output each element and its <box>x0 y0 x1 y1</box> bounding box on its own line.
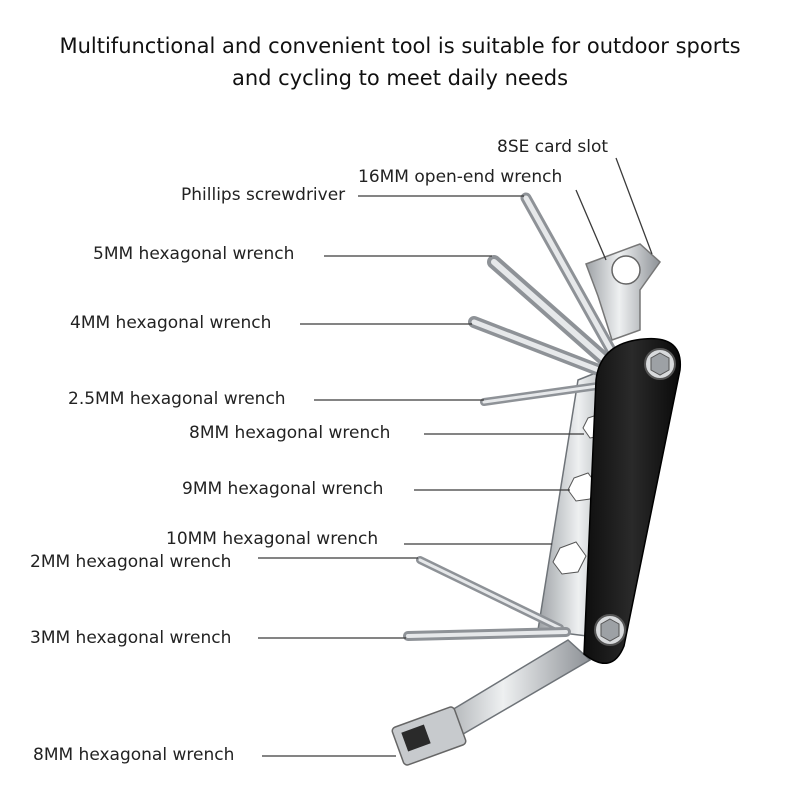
label-hex-8mm-hole: 8MM hexagonal wrench <box>189 423 391 443</box>
label-hex-8mm-socket: 8MM hexagonal wrench <box>33 745 235 765</box>
label-phillips-screwdriver: Phillips screwdriver <box>181 185 346 205</box>
headline-line-2: and cycling to meet daily needs <box>231 66 569 90</box>
label-hex-2mm: 2MM hexagonal wrench <box>30 552 232 572</box>
label-hex-4mm: 4MM hexagonal wrench <box>70 313 272 333</box>
open-end-wrench <box>585 243 661 341</box>
label-hex-3mm: 3MM hexagonal wrench <box>30 628 232 648</box>
label-hex-9mm-hole: 9MM hexagonal wrench <box>182 479 384 499</box>
headline-line-1: Multifunctional and convenient tool is s… <box>59 34 741 58</box>
label-hex-2-5mm: 2.5MM hexagonal wrench <box>68 389 286 409</box>
leader-lines <box>258 157 653 757</box>
tool-body <box>583 337 681 664</box>
leader-card-slot <box>615 157 653 255</box>
headline: Multifunctional and convenient tool is s… <box>0 30 800 94</box>
label-open-end-wrench: 16MM open-end wrench <box>358 167 563 187</box>
hex-hole-10mm <box>552 541 587 575</box>
label-hex-5mm: 5MM hexagonal wrench <box>93 244 295 264</box>
lower-tools <box>391 556 592 766</box>
leader-open-end <box>575 189 607 261</box>
label-hex-10mm-hole: 10MM hexagonal wrench <box>166 529 379 549</box>
upper-tools <box>468 192 661 406</box>
label-card-slot: 8SE card slot <box>497 137 609 157</box>
